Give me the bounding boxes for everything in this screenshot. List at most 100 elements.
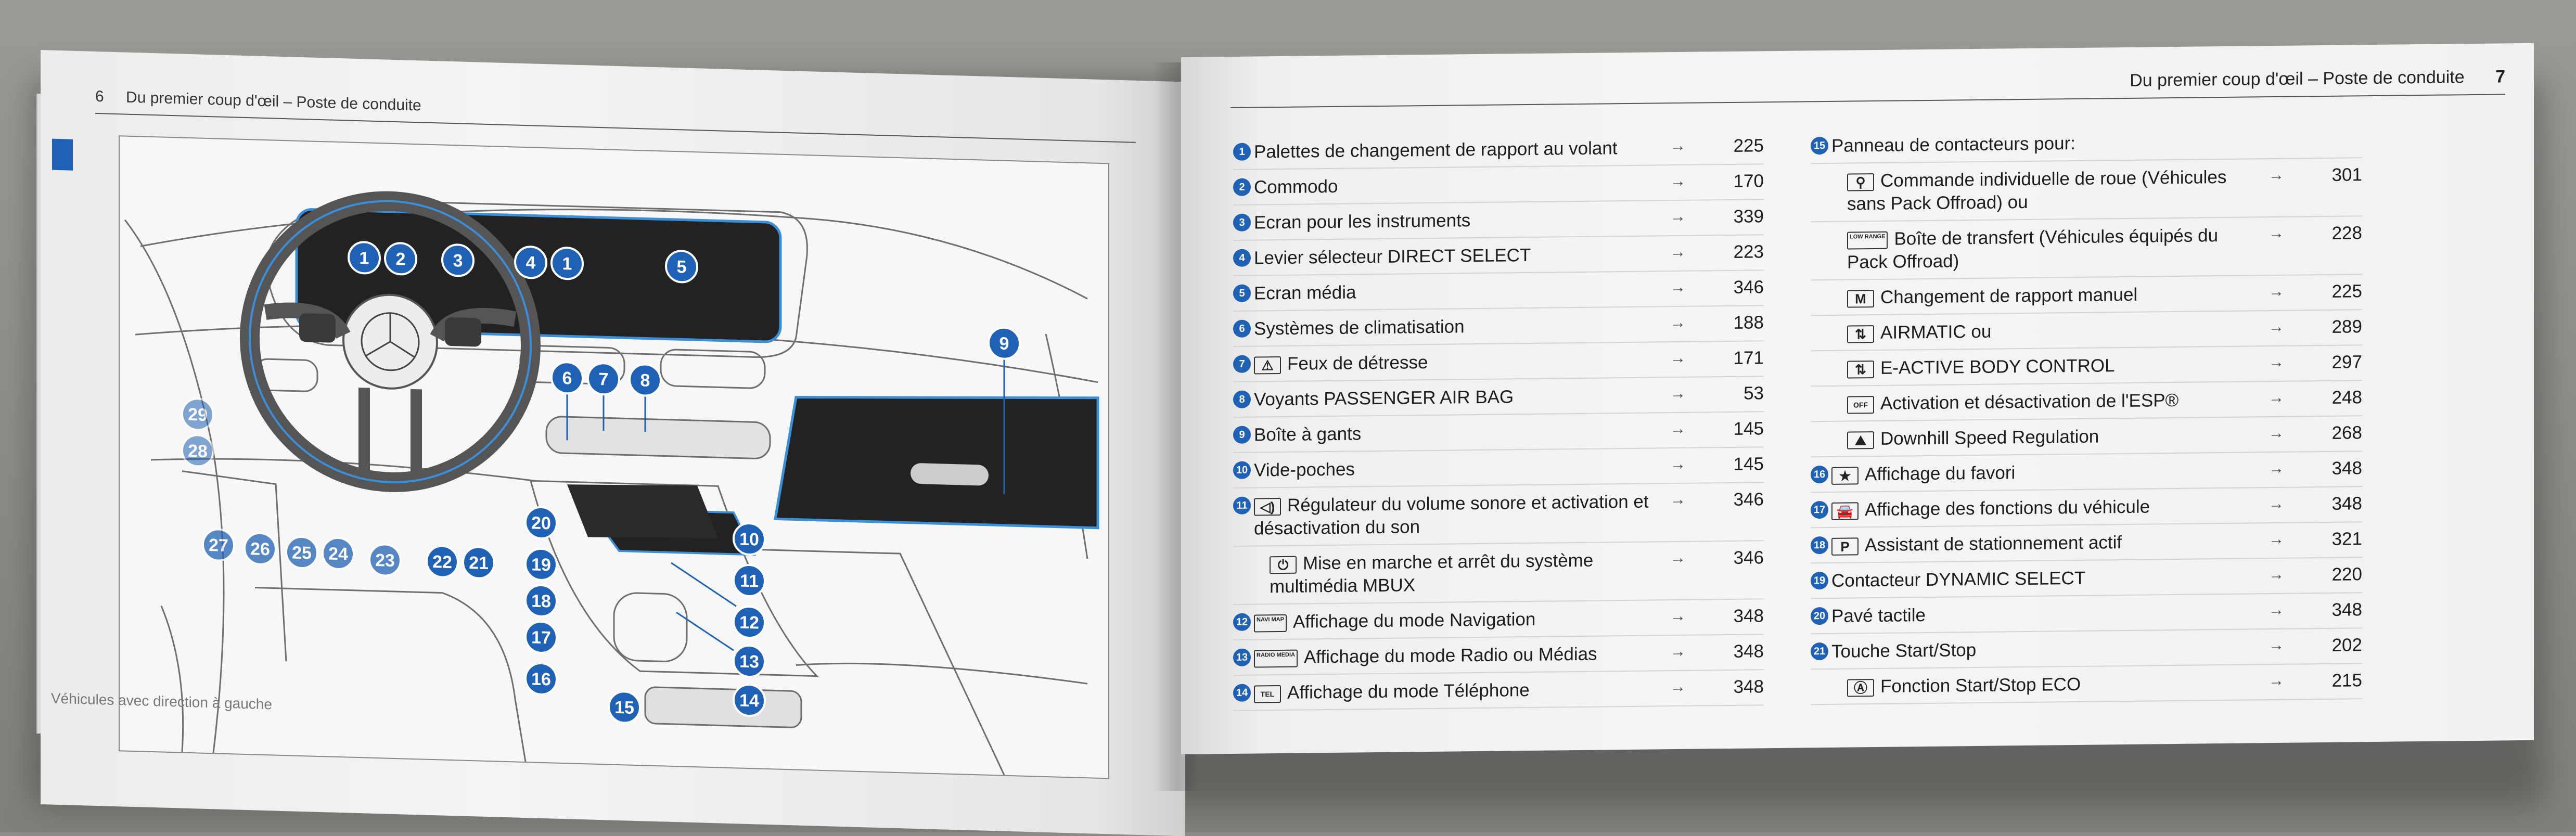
callout-number: 2: [1233, 178, 1251, 196]
page-reference-arrow: →: [1670, 455, 1686, 473]
index-label: Pavé tactile: [1831, 601, 2246, 628]
callout-number: 6: [1233, 319, 1251, 338]
page-reference-arrow: →: [1670, 137, 1686, 155]
button-symbol-icon: OFF: [1847, 395, 1874, 414]
page-reference: 268: [2331, 422, 2362, 443]
index-label-text: Panneau de contacteurs pour:: [1831, 133, 2075, 156]
index-row: ⚲Commande individuelle de roue (Véhicule…: [1811, 158, 2362, 223]
page-reference: 297: [2331, 352, 2362, 372]
button-symbol-icon: ⚲: [1847, 173, 1874, 191]
index-label-text: Mise en marche et arrêt du système multi…: [1270, 550, 1594, 597]
page-reference: 223: [1733, 241, 1764, 262]
button-symbol-icon: M: [1847, 289, 1874, 308]
index-label: Boîte à gants: [1254, 420, 1651, 447]
page-reference-arrow: →: [1670, 642, 1686, 661]
page-reference-arrow: →: [1670, 349, 1686, 367]
index-label: ⛰Downhill Speed Regulation: [1847, 424, 2249, 451]
svg-text:20: 20: [531, 513, 551, 533]
svg-text:6: 6: [562, 368, 572, 389]
button-symbol-icon: ◁): [1254, 497, 1281, 516]
page-reference: 228: [2331, 223, 2362, 243]
callout-number: 13: [1233, 648, 1251, 666]
index-label-text: Vide-poches: [1254, 459, 1355, 481]
index-label: Levier sélecteur DIRECT SELECT: [1254, 243, 1651, 270]
svg-text:1: 1: [562, 254, 572, 274]
button-symbol-icon: NAVI MAP: [1254, 614, 1287, 633]
right-page: Du premier coup d'œil – Poste de conduit…: [1181, 43, 2534, 755]
index-label-text: Voyants PASSENGER AIR BAG: [1254, 387, 1514, 410]
page-reference-arrow: →: [1670, 314, 1686, 332]
index-label: Vide-poches: [1254, 455, 1651, 482]
page-reference-arrow: →: [1670, 172, 1686, 190]
callout-number: 5: [1233, 284, 1251, 302]
page-reference: 346: [1733, 489, 1764, 510]
page-reference-arrow: →: [1670, 491, 1686, 509]
svg-text:27: 27: [209, 535, 228, 556]
index-label: Panneau de contacteurs pour:: [1831, 131, 2246, 158]
index-row: 16★Affichage du favori→348: [1811, 452, 2362, 493]
index-label: Contacteur DYNAMIC SELECT: [1831, 565, 2246, 593]
callout-number: 21: [1811, 642, 1828, 661]
cockpit-drawing: 1 2 3 4 1 5 6 7 8 9 10 11 12 13 14 15 16…: [124, 191, 1099, 776]
button-symbol-icon: Ⓐ: [1847, 678, 1874, 697]
svg-text:4: 4: [526, 253, 536, 273]
svg-text:17: 17: [531, 627, 551, 648]
index-label: Ecran pour les instruments: [1254, 208, 1651, 235]
svg-text:10: 10: [739, 530, 759, 550]
page-number-right: 7: [2495, 67, 2505, 87]
page-reference: 145: [1733, 418, 1764, 439]
svg-text:28: 28: [188, 441, 208, 461]
index-row: 7⚠Feux de détresse→171: [1233, 341, 1764, 382]
index-label: Palettes de changement de rapport au vol…: [1254, 137, 1651, 164]
page-reference: 215: [2331, 670, 2362, 691]
index-label: Touche Start/Stop: [1831, 636, 2246, 663]
index-label: ⚲Commande individuelle de roue (Véhicule…: [1847, 166, 2249, 216]
index-label-text: Changement de rapport manuel: [1880, 284, 2138, 307]
page-reference: 53: [1744, 383, 1764, 404]
index-label: M Changement de rapport manuel: [1847, 282, 2249, 310]
page-reference-arrow: →: [2269, 672, 2284, 690]
callout-number: 17: [1811, 500, 1828, 519]
button-symbol-icon: ⛰: [1847, 431, 1874, 449]
callout-number: 12: [1233, 613, 1251, 631]
callout-number: 8: [1233, 390, 1251, 408]
svg-text:24: 24: [328, 544, 348, 564]
index-label-text: Contacteur DYNAMIC SELECT: [1831, 568, 2086, 591]
svg-text:3: 3: [453, 251, 463, 271]
index-label: ★Affichage du favori: [1831, 459, 2246, 486]
index-label-text: Pavé tactile: [1831, 605, 1926, 626]
index-label-text: Commande individuelle de roue (Véhicules…: [1847, 166, 2227, 214]
button-symbol-icon: 🚘: [1831, 502, 1859, 520]
running-head-right: Du premier coup d'œil – Poste de conduit…: [1231, 67, 2505, 109]
index-label-text: E-ACTIVE BODY CONTROL: [1880, 355, 2115, 378]
page-reference-arrow: →: [2269, 565, 2284, 584]
index-label-text: Régulateur du volume sonore et activatio…: [1254, 491, 1649, 539]
page-reference-arrow: →: [2269, 459, 2284, 478]
page-reference-arrow: →: [1670, 208, 1686, 226]
index-label-text: Ecran pour les instruments: [1254, 210, 1471, 233]
callout-number: 10: [1233, 461, 1251, 479]
page-reference-arrow: →: [1670, 549, 1686, 567]
index-label: Voyants PASSENGER AIR BAG: [1254, 384, 1651, 411]
index-label-text: Affichage du mode Navigation: [1292, 609, 1536, 632]
callout-number: 4: [1233, 249, 1251, 267]
page-reference: 348: [2331, 599, 2362, 620]
callout-1a: 1: [360, 248, 369, 268]
index-row: 11◁)Régulateur du volume sonore et activ…: [1233, 483, 1764, 547]
index-label-text: Affichage du mode Radio ou Médias: [1303, 644, 1597, 667]
page-reference-arrow: →: [2269, 318, 2284, 336]
page-reference: 289: [2331, 316, 2362, 337]
index-label: ◁)Régulateur du volume sonore et activat…: [1254, 491, 1651, 541]
